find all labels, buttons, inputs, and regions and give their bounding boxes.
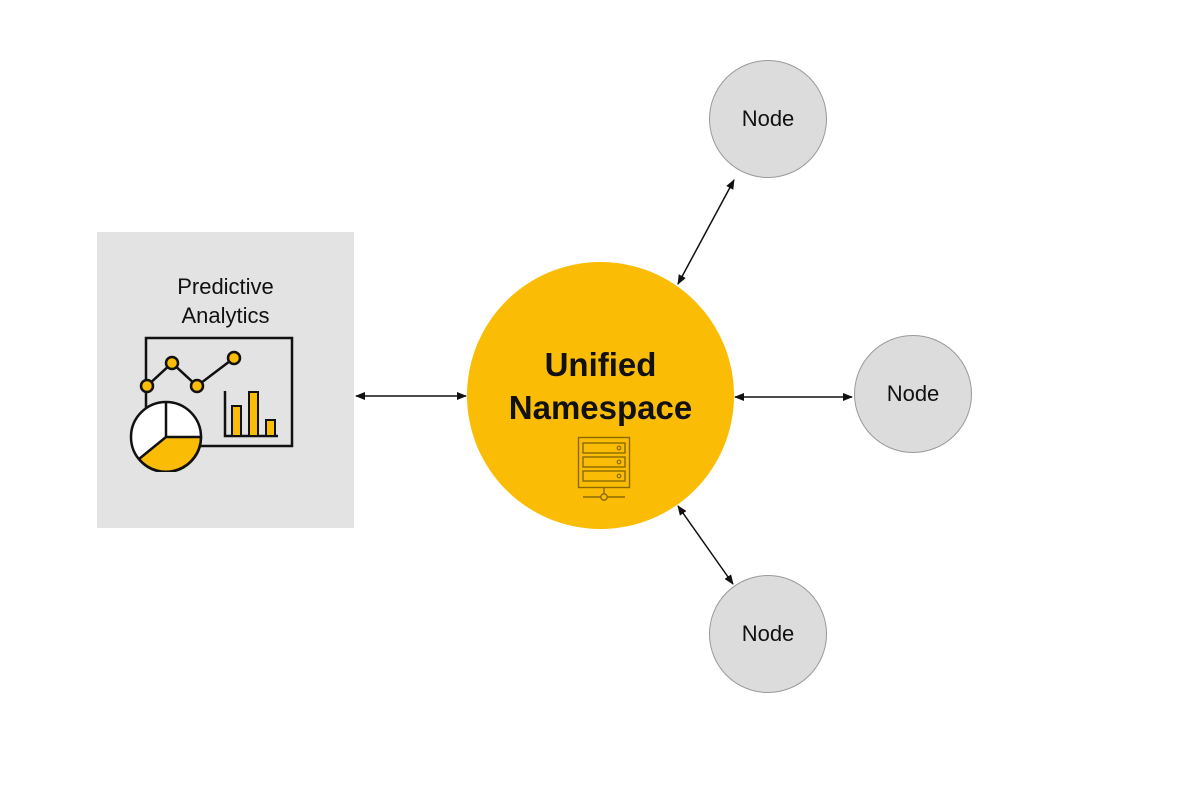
hub-title-line-2: Namespace xyxy=(508,389,693,426)
arrow-hub-node-3 xyxy=(677,505,734,585)
node-bottom: Node xyxy=(709,575,827,693)
analytics-title-line-2: Analytics xyxy=(181,303,270,328)
node-label: Node xyxy=(886,381,940,406)
node-label: Node xyxy=(741,621,795,646)
analytics-title-line-1: Predictive xyxy=(177,274,274,299)
arrow-hub-node-1 xyxy=(677,179,735,285)
node-right: Node xyxy=(854,335,972,453)
unified-namespace-hub: Unified Namespace xyxy=(467,262,734,529)
analytics-dashboard-icon xyxy=(129,336,294,472)
node-label: Node xyxy=(741,106,795,131)
predictive-analytics-panel: Predictive Analytics xyxy=(97,232,354,528)
server-icon xyxy=(577,436,631,501)
hub-title-line-1: Unified xyxy=(544,346,657,383)
analytics-title: Predictive Analytics xyxy=(97,272,354,330)
hub-title: Unified Namespace xyxy=(467,343,734,429)
node-top: Node xyxy=(709,60,827,178)
